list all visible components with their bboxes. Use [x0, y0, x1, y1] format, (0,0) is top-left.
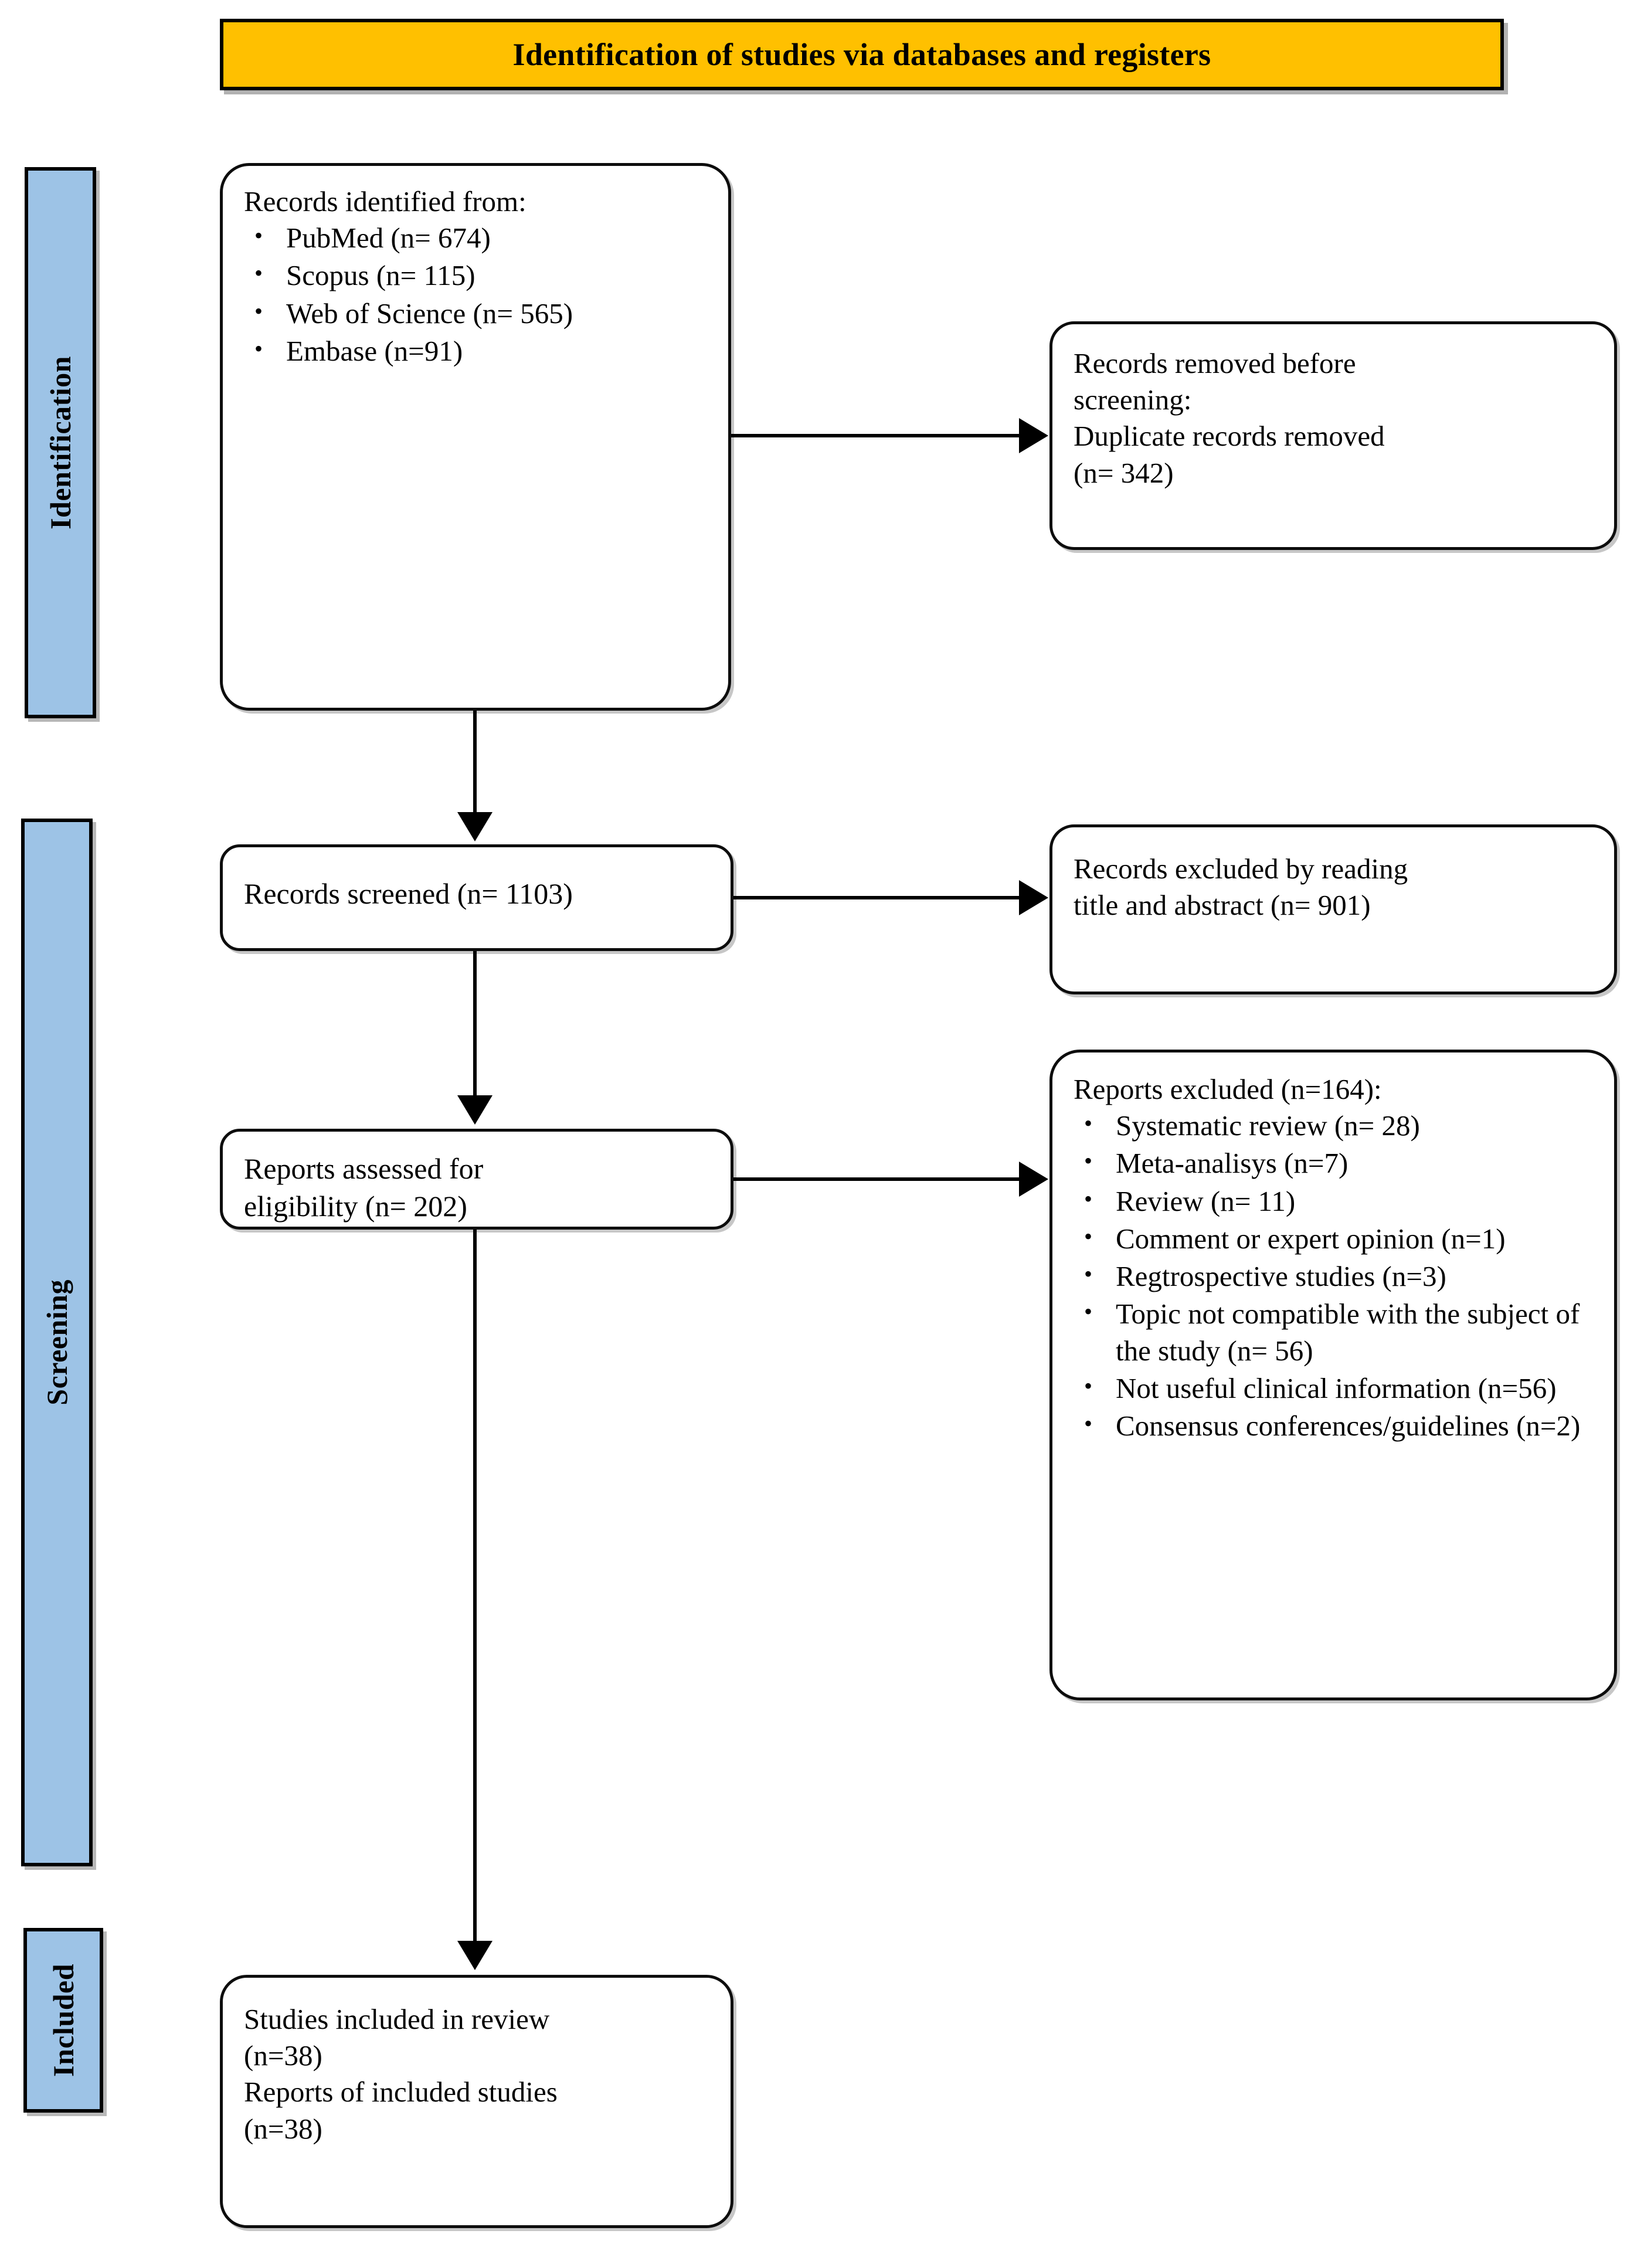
connector-screened-to-assessed — [473, 951, 477, 1096]
stage-label-identification: Identification — [44, 356, 77, 529]
arrow-down-icon — [457, 1095, 492, 1125]
arrow-down-icon — [457, 1941, 492, 1970]
box-records-screened: Records screened (n= 1103) — [220, 844, 733, 951]
reports-assessed-line-2: eligibility (n= 202) — [244, 1189, 467, 1223]
box-records-removed-content: Records removed before screening: Duplic… — [1074, 345, 1594, 491]
records-removed-line-3: Duplicate records removed — [1074, 420, 1385, 453]
box-records-screened-content: Records screened (n= 1103) — [244, 875, 711, 913]
list-item: Regtrospective studies (n=3) — [1074, 1257, 1594, 1295]
box-records-excluded-content: Records excluded by reading title and ab… — [1074, 851, 1594, 924]
stage-bar-included: Included — [23, 1928, 103, 2113]
stage-bar-identification: Identification — [25, 167, 96, 718]
records-excluded-line-2: title and abstract (n= 901) — [1074, 889, 1371, 922]
studies-included-line-2: (n=38) — [244, 2039, 322, 2072]
list-item: Comment or expert opinion (n=1) — [1074, 1220, 1594, 1257]
box-reports-assessed-content: Reports assessed for eligibility (n= 202… — [244, 1150, 711, 1225]
records-removed-line-1: Records removed before — [1074, 347, 1356, 379]
list-item: PubMed (n= 674) — [244, 219, 708, 256]
arrow-right-icon — [1019, 418, 1048, 453]
connector-screened-to-excluded — [733, 896, 1021, 899]
list-item: Not useful clinical information (n=56) — [1074, 1369, 1594, 1407]
records-screened-text: Records screened (n= 1103) — [244, 877, 573, 910]
box-records-removed-before-screening: Records removed before screening: Duplic… — [1049, 321, 1617, 550]
diagram-title-banner: Identification of studies via databases … — [220, 19, 1504, 90]
reports-excluded-reason-list: Systematic review (n= 28) Meta-analisys … — [1074, 1106, 1594, 1444]
box-reports-assessed-eligibility: Reports assessed for eligibility (n= 202… — [220, 1129, 733, 1230]
studies-included-line-4: (n=38) — [244, 2112, 322, 2145]
box-reports-excluded: Reports excluded (n=164): Systematic rev… — [1049, 1050, 1617, 1700]
stage-label-included: Included — [47, 1964, 80, 2077]
box-records-identified-content: Records identified from: PubMed (n= 674)… — [244, 184, 708, 369]
arrow-right-icon — [1019, 880, 1048, 915]
list-item: Scopus (n= 115) — [244, 256, 708, 294]
list-item: Review (n= 11) — [1074, 1182, 1594, 1220]
records-identified-lead: Records identified from: — [244, 185, 527, 218]
box-reports-excluded-content: Reports excluded (n=164): Systematic rev… — [1074, 1071, 1594, 1444]
records-identified-source-list: PubMed (n= 674) Scopus (n= 115) Web of S… — [244, 219, 708, 369]
list-item: Topic not compatible with the subject of… — [1074, 1295, 1594, 1369]
page-title: Identification of studies via databases … — [512, 37, 1211, 72]
connector-identified-to-screened — [473, 711, 477, 814]
stage-bar-screening: Screening — [21, 819, 93, 1866]
arrow-right-icon — [1019, 1162, 1048, 1197]
arrow-down-icon — [457, 812, 492, 841]
connector-assessed-to-included — [473, 1230, 477, 1942]
list-item: Meta-analisys (n=7) — [1074, 1144, 1594, 1181]
list-item: Embase (n=91) — [244, 332, 708, 369]
box-records-identified: Records identified from: PubMed (n= 674)… — [220, 163, 731, 711]
records-removed-line-2: screening: — [1074, 383, 1192, 416]
list-item: Web of Science (n= 565) — [244, 294, 708, 332]
records-excluded-line-1: Records excluded by reading — [1074, 853, 1408, 885]
reports-assessed-line-1: Reports assessed for — [244, 1152, 484, 1185]
connector-assessed-to-reports-excluded — [733, 1177, 1021, 1181]
studies-included-line-3: Reports of included studies — [244, 2076, 558, 2109]
box-records-excluded-title-abstract: Records excluded by reading title and ab… — [1049, 824, 1617, 994]
list-item: Consensus conferences/guidelines (n=2) — [1074, 1407, 1594, 1444]
records-removed-line-4: (n= 342) — [1074, 456, 1174, 489]
stage-label-screening: Screening — [40, 1279, 73, 1405]
reports-excluded-lead: Reports excluded (n=164): — [1074, 1073, 1382, 1105]
studies-included-line-1: Studies included in review — [244, 2003, 550, 2035]
box-studies-included: Studies included in review (n=38) Report… — [220, 1975, 733, 2228]
connector-identified-to-removed — [731, 434, 1021, 437]
box-studies-included-content: Studies included in review (n=38) Report… — [244, 2001, 711, 2147]
list-item: Systematic review (n= 28) — [1074, 1106, 1594, 1144]
